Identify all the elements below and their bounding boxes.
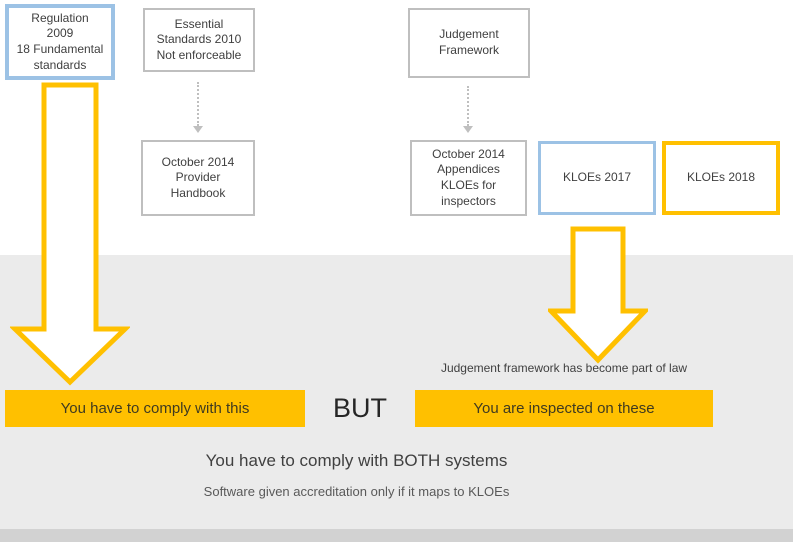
dotted-connector-left [197,82,199,126]
but-text: BUT [333,393,387,423]
kloes-2018-box: KLOEs 2018 [662,141,780,215]
software-note-text: Software given accreditation only if it … [203,484,510,499]
dotted-arrowhead-left-icon [193,126,203,133]
essential-standards-box: Essential Standards 2010 Not enforceable [143,8,255,72]
bottom-edge-strip [0,529,793,542]
comply-down-arrow-icon [10,82,130,386]
inspected-down-arrow-icon [548,226,648,364]
dotted-arrowhead-right-icon [463,126,473,133]
appendices-kloes-box: October 2014 Appendices KLOEs for inspec… [410,140,527,216]
dotted-connector-right [467,86,469,126]
provider-handbook-box: October 2014 Provider Handbook [141,140,255,216]
law-note-text: Judgement framework has become part of l… [440,361,688,375]
regulation-2009-box: Regulation 2009 18 Fundamental standards [5,4,115,80]
comply-bar: You have to comply with this [5,390,305,427]
both-systems-text: You have to comply with BOTH systems [205,451,508,470]
kloes-2017-box: KLOEs 2017 [538,141,656,215]
judgement-framework-box: Judgement Framework [408,8,530,78]
inspected-bar: You are inspected on these [415,390,713,427]
